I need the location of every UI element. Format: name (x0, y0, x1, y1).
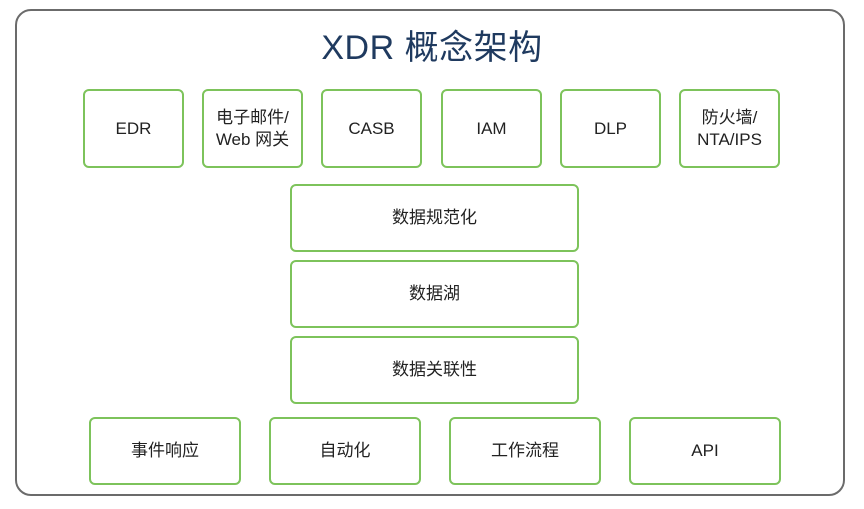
output-box-incident-response: 事件响应 (89, 417, 241, 485)
source-box-edr: EDR (83, 89, 184, 168)
layer-box-data-lake: 数据湖 (290, 260, 579, 328)
layer-box-normalization: 数据规范化 (290, 184, 579, 252)
diagram-title: XDR 概念架构 (321, 29, 543, 67)
source-box-firewall-nta-ips: 防火墙/ NTA/IPS (679, 89, 780, 168)
output-box-api: API (629, 417, 781, 485)
output-box-workflow: 工作流程 (449, 417, 601, 485)
source-box-email-web-gateway: 电子邮件/ Web 网关 (202, 89, 303, 168)
output-box-automation: 自动化 (269, 417, 421, 485)
source-box-dlp: DLP (560, 89, 661, 168)
source-box-iam: IAM (441, 89, 542, 168)
layer-box-correlation: 数据关联性 (290, 336, 579, 404)
architecture-frame (15, 9, 845, 496)
source-box-casb: CASB (321, 89, 422, 168)
